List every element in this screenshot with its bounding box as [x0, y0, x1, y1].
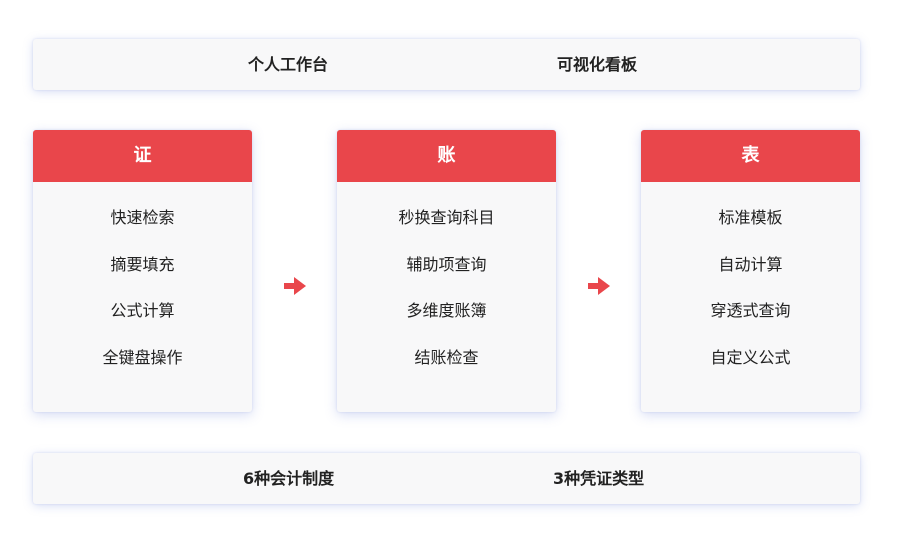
report-item: 自定义公式 — [710, 348, 791, 367]
ledger-item: 辅助项查询 — [406, 255, 487, 274]
report-item: 标准模板 — [718, 208, 783, 227]
bottom-bar-item-accounting-systems: 6种会计制度 — [243, 469, 335, 488]
ledger-card-title: 账 — [337, 130, 556, 182]
voucher-item: 全键盘操作 — [102, 348, 183, 367]
arrow-right-icon — [588, 277, 610, 295]
voucher-item: 快速检索 — [110, 208, 175, 227]
report-card: 表 标准模板 自动计算 穿透式查询 自定义公式 — [641, 130, 860, 412]
top-feature-bar: 个人工作台 可视化看板 — [33, 39, 860, 90]
ledger-item: 结账检查 — [414, 348, 479, 367]
bottom-bar-item-voucher-types: 3种凭证类型 — [553, 469, 645, 488]
ledger-card: 账 秒换查询科目 辅助项查询 多维度账簿 结账检查 — [337, 130, 556, 412]
report-item: 穿透式查询 — [710, 301, 791, 320]
ledger-item: 多维度账簿 — [406, 301, 487, 320]
voucher-item: 摘要填充 — [110, 255, 175, 274]
ledger-item: 秒换查询科目 — [398, 208, 495, 227]
voucher-card: 证 快速检索 摘要填充 公式计算 全键盘操作 — [33, 130, 252, 412]
top-bar-item-dashboard: 可视化看板 — [557, 55, 638, 74]
top-bar-item-workbench: 个人工作台 — [248, 55, 329, 74]
bottom-feature-bar: 6种会计制度 3种凭证类型 — [33, 453, 860, 504]
arrow-right-icon — [284, 277, 306, 295]
voucher-item: 公式计算 — [110, 301, 175, 320]
voucher-card-title: 证 — [33, 130, 252, 182]
report-item: 自动计算 — [718, 255, 783, 274]
report-card-title: 表 — [641, 130, 860, 182]
